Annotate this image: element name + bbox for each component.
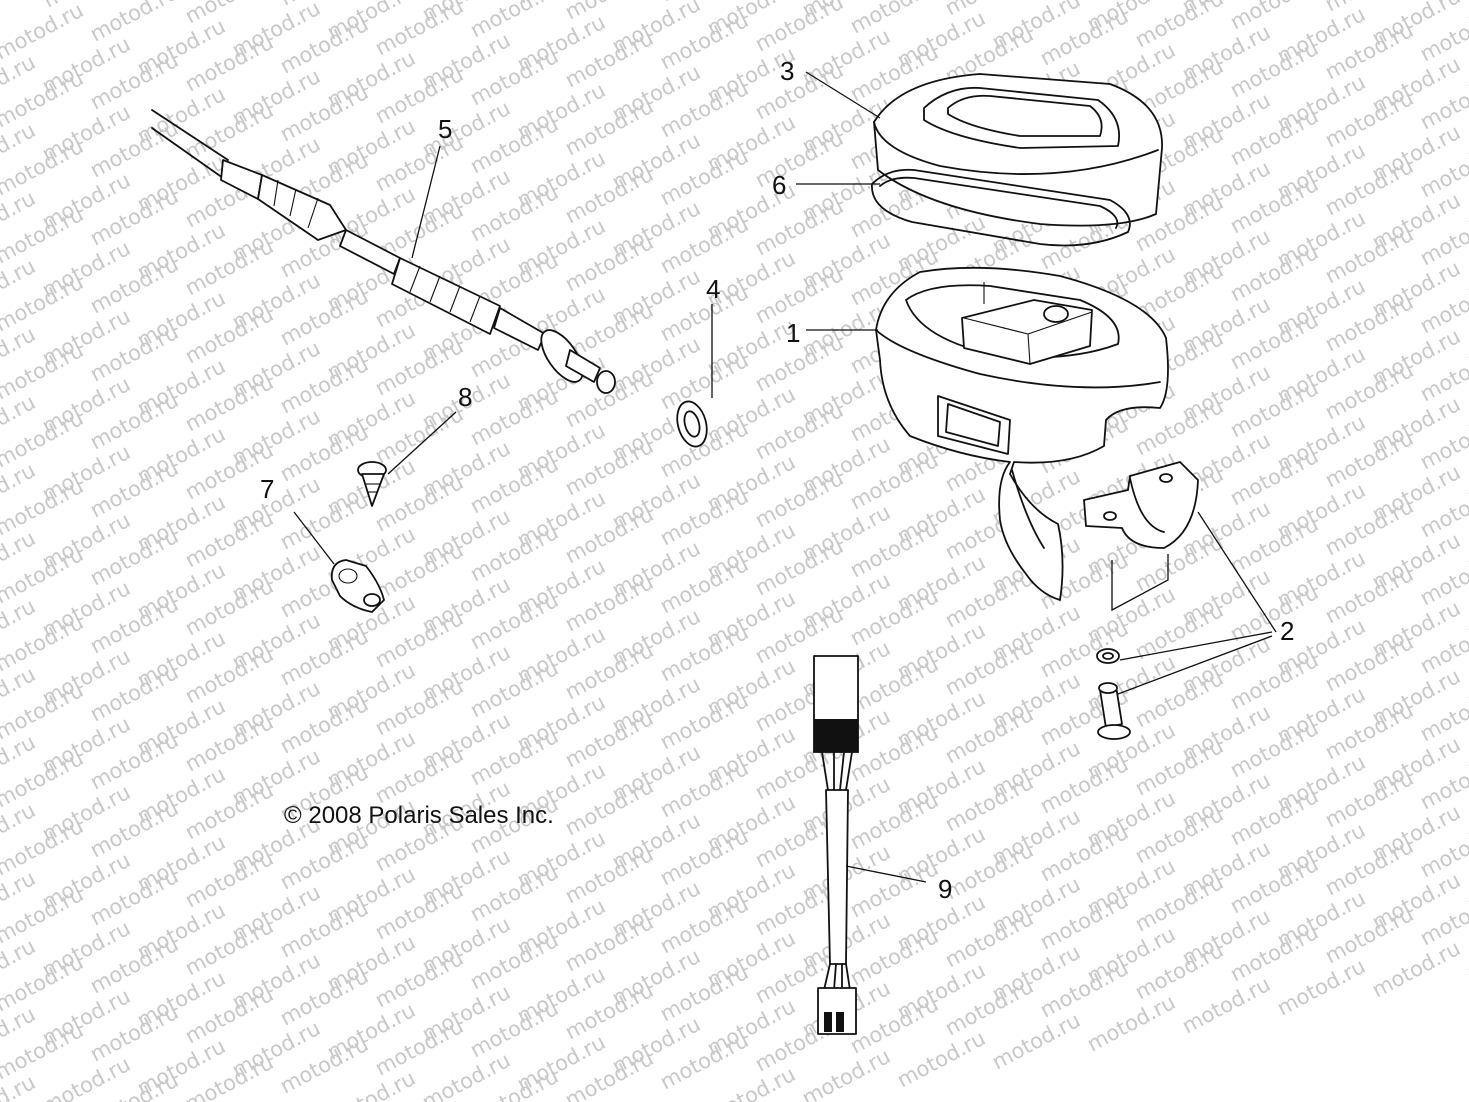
watermark-text: motod.ru — [1368, 936, 1464, 1002]
callout-2: 2 — [1280, 616, 1294, 646]
cable-clamp — [330, 559, 385, 613]
housing-cover — [873, 73, 1163, 227]
watermark-text: motod.ru — [1178, 972, 1274, 1038]
watermark-text: motod.ru — [798, 1044, 894, 1102]
washer — [676, 400, 708, 448]
watermark-text: motod.ru — [988, 1008, 1084, 1074]
throttle-housing — [875, 266, 1169, 601]
watermark-text: motod.ru — [0, 0, 87, 64]
watermark-text: motod.ru — [1273, 954, 1369, 1020]
callout-4: 4 — [706, 274, 720, 304]
callouts: 1 2 3 4 5 6 7 8 9 — [260, 56, 1294, 904]
clamp-and-screw-kit — [1083, 461, 1199, 740]
watermark-text: motod.ru — [703, 1062, 799, 1102]
callout-1: 1 — [786, 318, 800, 348]
copyright-text: © 2008 Polaris Sales Inc. — [284, 802, 554, 829]
push-rivet — [357, 461, 387, 507]
callout-3: 3 — [780, 56, 794, 86]
cover-seal — [871, 168, 1131, 247]
watermark-text: motod.ru — [86, 0, 182, 46]
wiring-harness — [813, 655, 859, 1035]
leader-lines — [293, 71, 1277, 883]
callout-9: 9 — [938, 874, 952, 904]
callout-8: 8 — [458, 382, 472, 412]
watermark-text: motod.ru — [1083, 990, 1179, 1056]
throttle-cable — [151, 109, 616, 394]
watermark-text: motod.ru — [1463, 0, 1469, 32]
callout-7: 7 — [260, 474, 274, 504]
callout-5: 5 — [438, 114, 452, 144]
callout-6: 6 — [772, 170, 786, 200]
watermark-text: motod.ru — [893, 1026, 989, 1092]
